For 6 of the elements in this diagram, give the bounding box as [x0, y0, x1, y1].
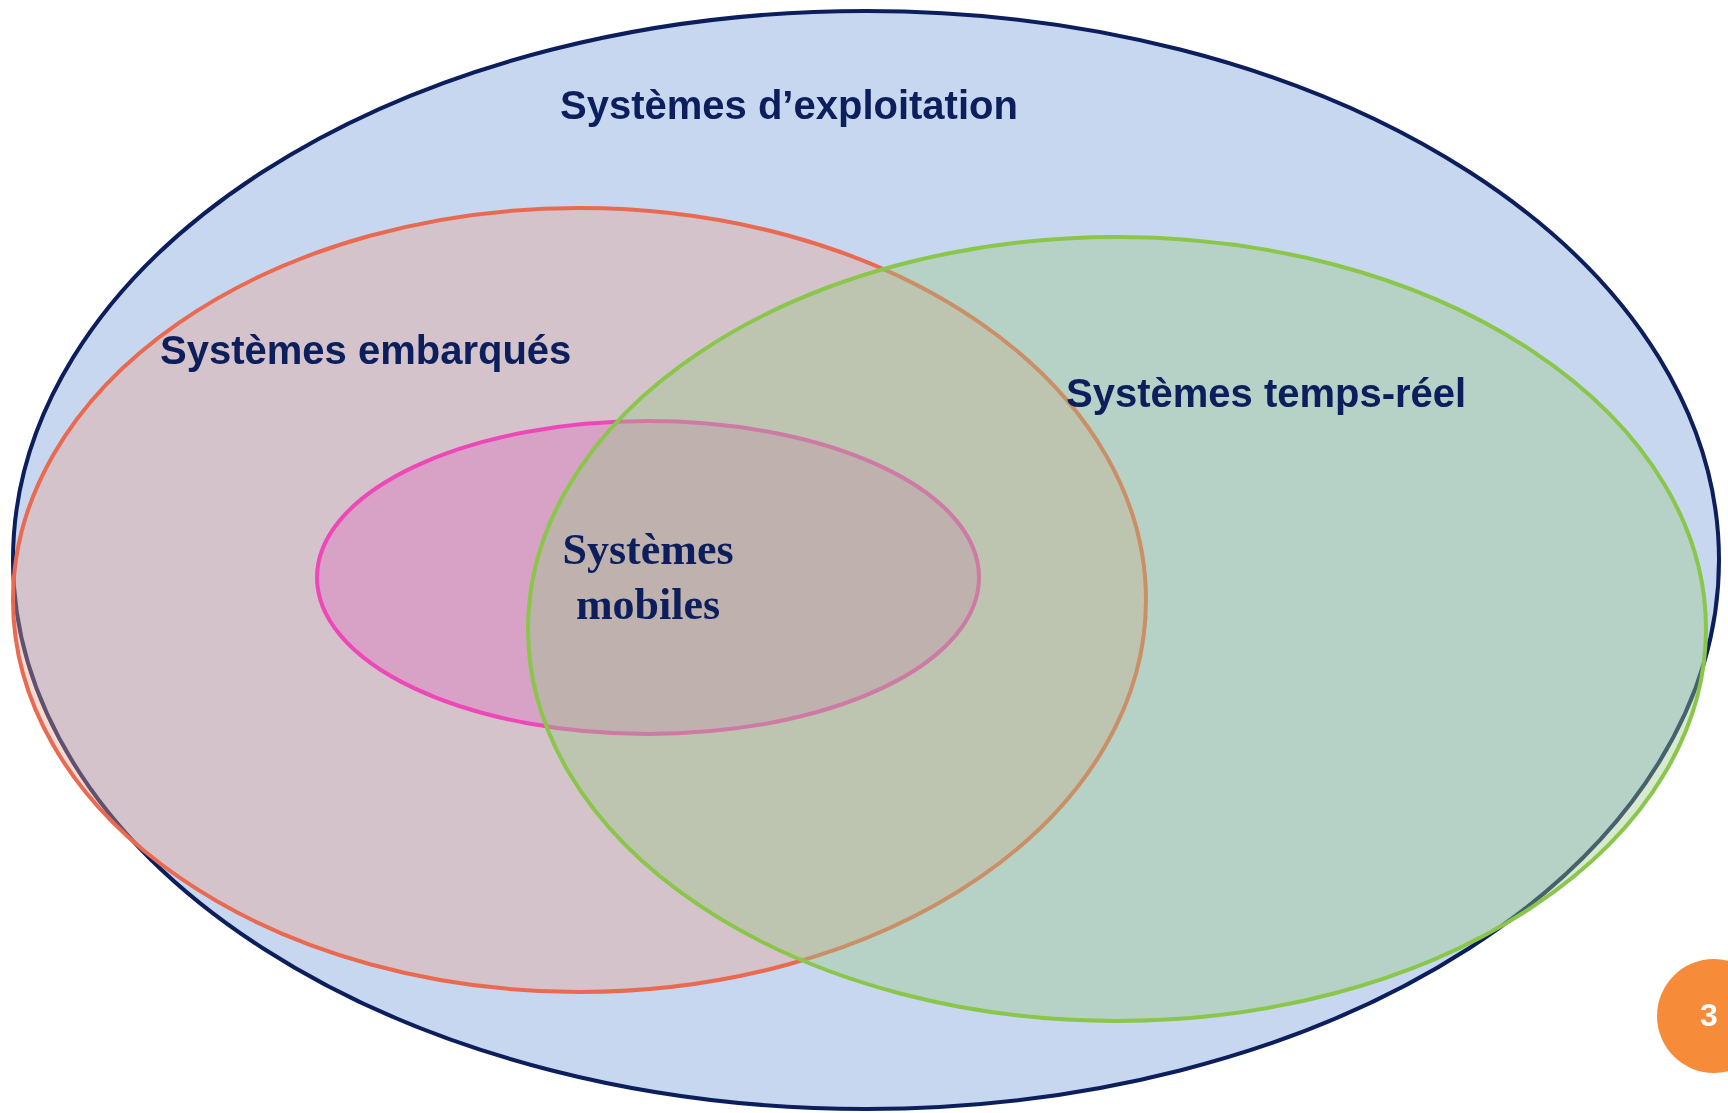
set-label: Systèmes d’exploitation — [560, 82, 1019, 129]
set-ellipse — [11, 9, 1721, 1111]
set-label: 3 — [1700, 996, 1719, 1035]
set-label: Systèmes embarqués — [160, 327, 573, 374]
set-label: Systèmes mobiles — [561, 524, 735, 631]
set-label: Systèmes temps-réel — [1066, 370, 1468, 417]
